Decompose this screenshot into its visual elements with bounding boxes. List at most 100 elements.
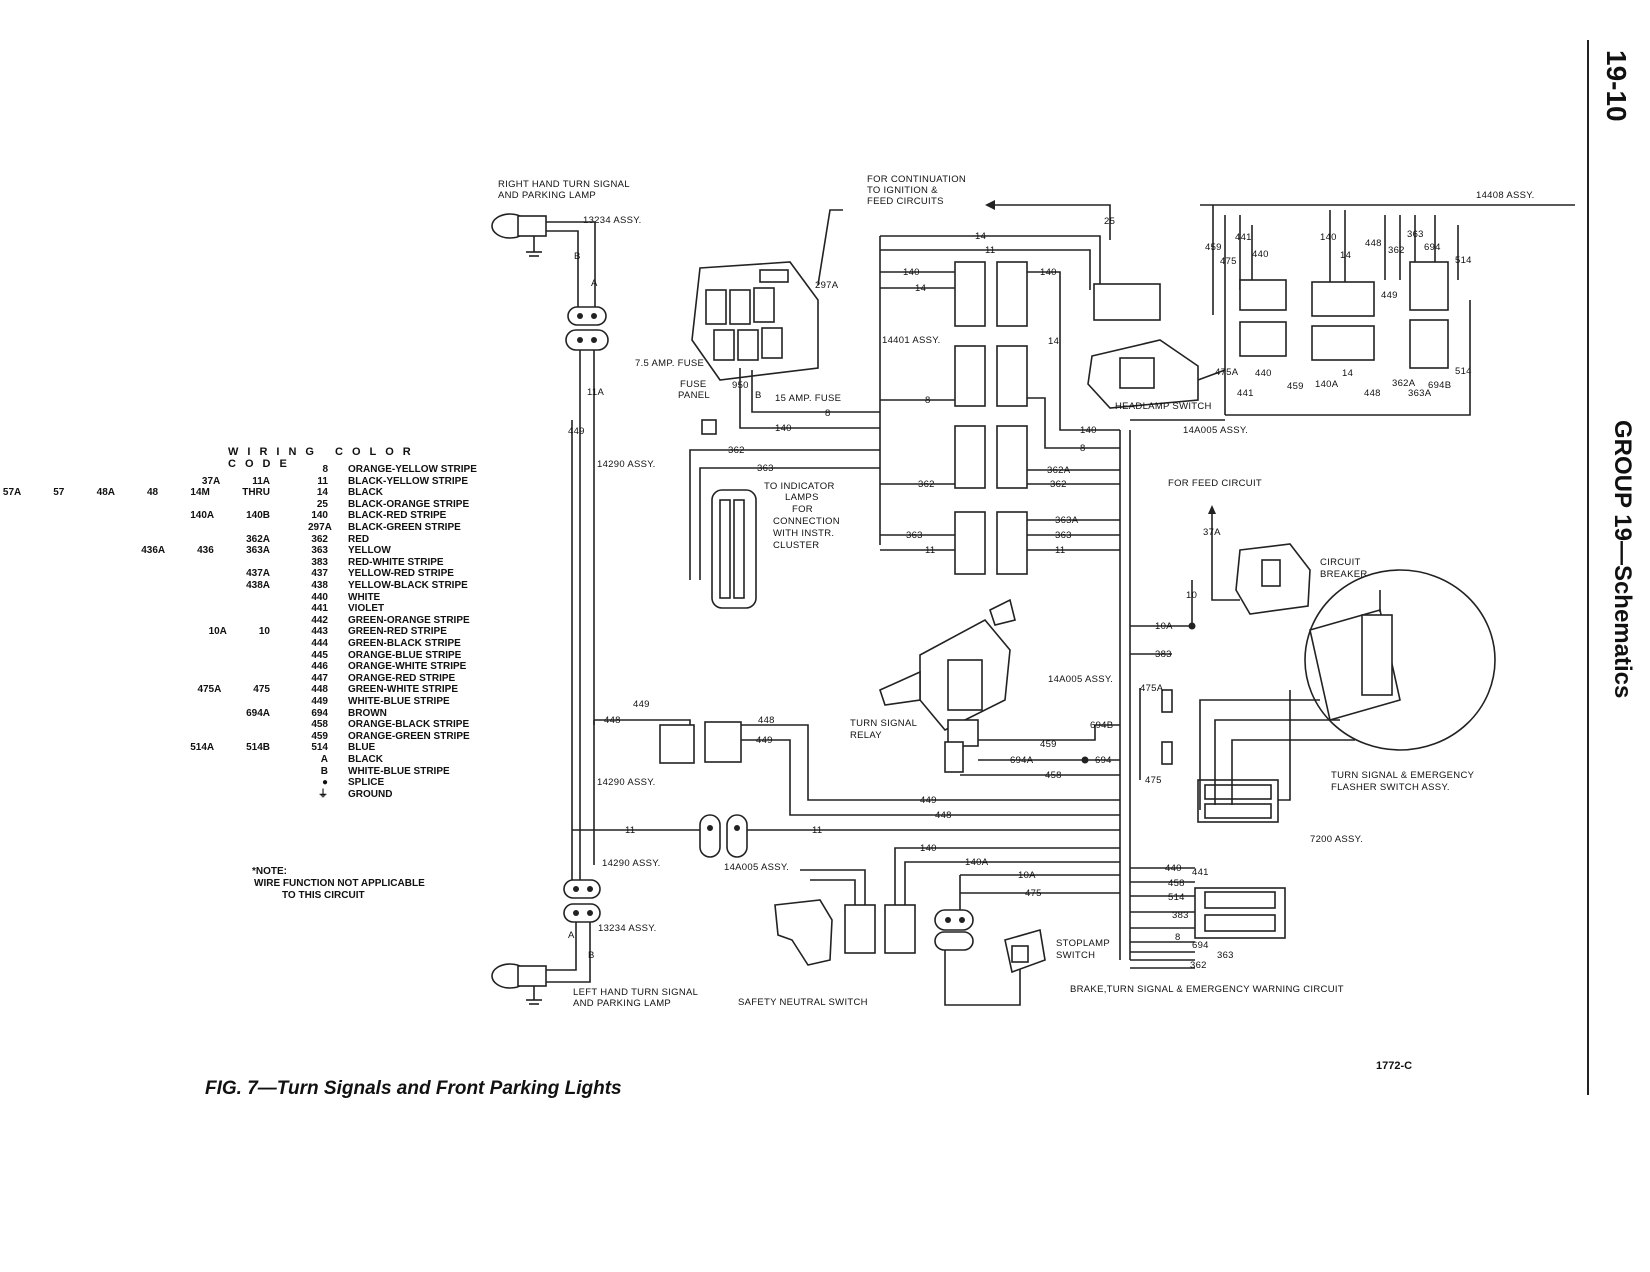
- stoplamp-label-2: SWITCH: [1056, 950, 1095, 961]
- wire-label-459-mid: 459: [1287, 381, 1304, 392]
- wire-label-458: 458: [1045, 770, 1062, 781]
- brake-circuit-label: BRAKE,TURN SIGNAL & EMERGENCY WARNING CI…: [1070, 984, 1344, 995]
- legend-alt-codes: 436A 436 363A: [141, 545, 270, 557]
- wire-label-694a: 694A: [1010, 755, 1034, 766]
- legend-code: 444: [311, 638, 328, 649]
- wire-label-440-mid: 440: [1255, 368, 1272, 379]
- legend-color: BLACK-YELLOW STRIPE: [348, 475, 468, 487]
- rh-lamp-label-2: AND PARKING LAMP: [498, 190, 596, 201]
- assy-14290-b-label: 14290 ASSY.: [597, 777, 656, 788]
- legend-color: BLACK-ORANGE STRIPE: [348, 498, 470, 510]
- stoplamp-connector-bottom: [934, 931, 974, 951]
- indicator-label-5: WITH INSTR.: [773, 528, 834, 539]
- legend-code: 362: [311, 533, 328, 545]
- legend-color: BROWN: [348, 707, 387, 719]
- continuation-label-3: FEED CIRCUITS: [867, 196, 944, 207]
- legend-code: 140: [311, 510, 328, 522]
- wire-function-note: *NOTE: WIRE FUNCTION NOT APPLICABLE TO T…: [252, 866, 425, 902]
- lh-turn-parking-lamp: [491, 963, 547, 1005]
- legend-color: ORANGE-GREEN STRIPE: [348, 730, 470, 742]
- fuse-7-5-label: 7.5 AMP. FUSE: [635, 358, 704, 369]
- wire-label-362-ind: 362: [728, 445, 745, 456]
- wire-label-383: 383: [1155, 649, 1172, 660]
- indicator-lamp-connector: [711, 489, 757, 609]
- legend-code: 449: [311, 696, 328, 707]
- legend-color: BLACK-GREEN STRIPE: [348, 522, 461, 533]
- legend-color: RED-WHITE STRIPE: [348, 556, 444, 568]
- wire-label-694b-mid: 694B: [1428, 380, 1451, 391]
- assy-14290-a-label: 14290 ASSY.: [597, 459, 656, 470]
- legend-color: WHITE-BLUE STRIPE: [348, 765, 450, 777]
- rh-turn-parking-lamp: [491, 213, 547, 257]
- right-margin-rule: [1587, 40, 1589, 1095]
- wire-label-37a: 37A: [1203, 527, 1221, 538]
- legend-code: A: [320, 754, 328, 765]
- legend-row: B WHITE-BLUE STRIPE: [108, 766, 478, 778]
- legend-color: GROUND: [348, 788, 393, 800]
- wire-label-a-top: A: [591, 278, 598, 289]
- legend-color: GREEN-RED STRIPE: [348, 626, 447, 638]
- wire-label-11-left: 11: [625, 825, 635, 836]
- legend-color: VIOLET: [348, 603, 385, 615]
- legend-color: GREEN-ORANGE STRIPE: [348, 614, 470, 626]
- figure-code: 1772-C: [1376, 1060, 1413, 1072]
- wire-label-458-bottom: 458: [1168, 878, 1185, 889]
- wire-label-475-bottom: 475: [1025, 888, 1042, 899]
- fuse-panel-label-1: FUSE: [680, 379, 707, 390]
- legend-code: ⏚: [318, 788, 328, 800]
- wire-label-475a-top: 475A: [1215, 367, 1239, 378]
- continuation-label-1: FOR CONTINUATION: [867, 174, 966, 185]
- legend-alt-codes: 514A 514B: [190, 742, 270, 754]
- wire-label-514-mid: 514: [1455, 366, 1472, 377]
- assy-14408-label: 14408 ASSY.: [1476, 190, 1535, 201]
- flasher-label-1: TURN SIGNAL & EMERGENCY: [1331, 770, 1475, 781]
- wire-label-140-mid: 140: [1080, 425, 1097, 436]
- wire-label-14-right: 14: [1048, 336, 1059, 347]
- wire-label-b-top: B: [574, 251, 581, 262]
- wire-label-362-bottom: 362: [1190, 960, 1207, 971]
- legend-code: 514: [311, 742, 328, 754]
- wire-label-140-blk-right: 140: [1040, 267, 1057, 278]
- note-label: *NOTE:: [252, 866, 287, 877]
- legend-color: BLUE: [348, 742, 376, 754]
- wire-label-10a-bottom: 10A: [1018, 870, 1036, 881]
- wire-label-8-blk: 8: [925, 395, 931, 406]
- stoplamp-switch: [1004, 928, 1046, 974]
- group-title: GROUP 19—Schematics: [1609, 420, 1636, 699]
- figure-caption: FIG. 7—Turn Signals and Front Parking Li…: [205, 1078, 622, 1099]
- wire-label-448-right: 448: [758, 715, 775, 726]
- wire-label-25: 25: [1104, 216, 1115, 227]
- wire-label-440: 440: [1165, 863, 1182, 874]
- turn-signal-relay: [879, 598, 1016, 773]
- wire-label-448-mid: 448: [1364, 388, 1381, 399]
- legend-color: RED: [348, 533, 370, 545]
- legend-code: 297A: [308, 522, 332, 533]
- wire-label-14-mid: 14: [1342, 368, 1353, 379]
- wire-label-11-blk: 11: [925, 545, 935, 556]
- lh-lamp-label-2: AND PARKING LAMP: [573, 998, 671, 1009]
- stoplamp-connector-top: [934, 909, 974, 931]
- legend-alt-codes: 10A 10: [208, 626, 270, 638]
- fuse-15-label: 15 AMP. FUSE: [775, 393, 841, 404]
- wire-label-459-top: 459: [1205, 242, 1222, 253]
- wire-label-440-top: 440: [1252, 249, 1269, 260]
- legend-alt-codes: 57A 57 48A 48 14M THRU: [2, 487, 270, 499]
- legend-color: YELLOW-BLACK STRIPE: [348, 580, 468, 591]
- legend-color: ORANGE-YELLOW STRIPE: [348, 464, 477, 475]
- wire-label-363-blk: 363: [906, 530, 923, 541]
- legend-color: YELLOW-RED STRIPE: [348, 568, 454, 580]
- legend-code: B: [320, 765, 328, 777]
- legend-alt-codes: 37A 11A: [201, 475, 270, 487]
- connector-bottom-2: [563, 903, 601, 923]
